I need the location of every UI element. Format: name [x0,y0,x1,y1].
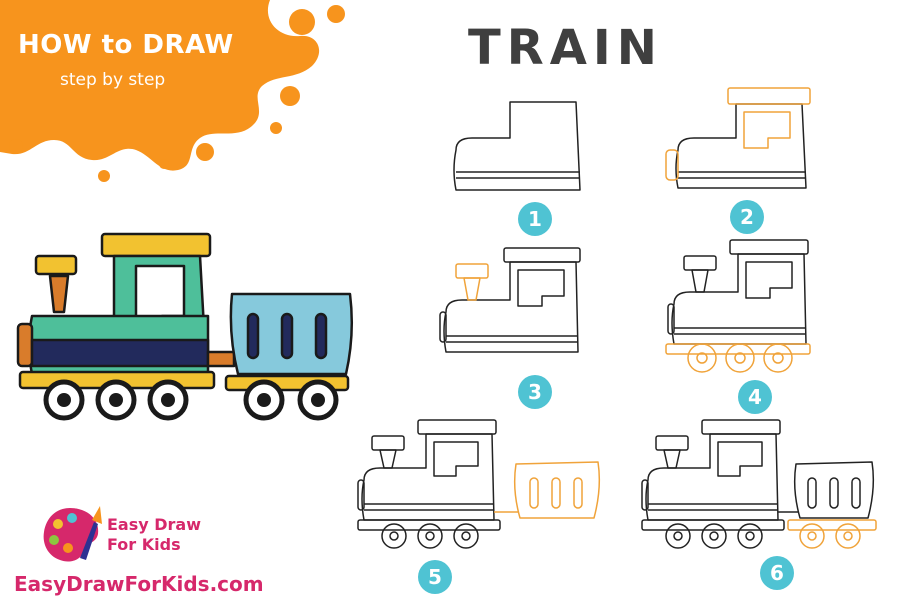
header-subtitle: step by step [60,70,166,90]
step-badge: 4 [738,380,772,414]
logo-text: Easy Draw For Kids [107,515,201,555]
header-title: HOW to DRAW [18,30,234,60]
step-1-drawing [453,101,581,191]
step-4-drawing [665,239,811,373]
step-badge: 5 [418,560,452,594]
step-2-drawing [665,87,811,189]
palette-logo-icon [43,506,102,562]
step-6-drawing [641,419,877,549]
website-link[interactable]: EasyDrawForKids.com [14,572,264,596]
step-badge: 6 [760,556,794,590]
logo-line-1: Easy Draw [107,515,201,534]
logo-line-2: For Kids [107,535,181,554]
step-3-drawing [439,247,581,353]
step-badge: 3 [518,375,552,409]
colored-train-illustration [16,232,354,421]
page-title: TRAIN [468,20,663,76]
step-5-drawing [357,419,601,549]
step-badge: 2 [730,200,764,234]
step-badge: 1 [518,202,552,236]
paint-splash-banner [0,0,345,182]
